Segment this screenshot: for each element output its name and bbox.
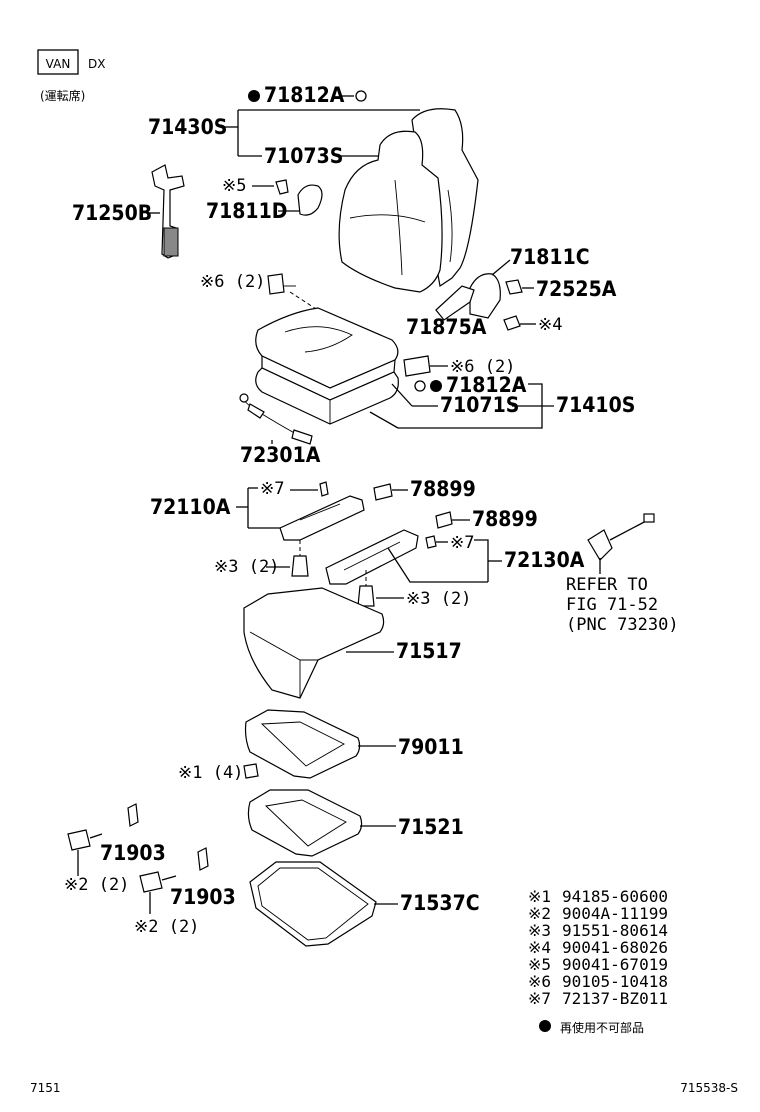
headrest-stay-drawing xyxy=(151,164,185,259)
part-72301A: 72301A xyxy=(240,443,321,467)
part-71521: 71521 xyxy=(398,815,464,839)
refer-line3: (PNC 73230) xyxy=(566,615,679,635)
part-71250B: 71250B xyxy=(72,201,152,225)
screw-icon xyxy=(275,179,289,195)
legend-mark-3: ※3 xyxy=(528,921,551,940)
part-71517: 71517 xyxy=(396,639,462,663)
bolt-icon xyxy=(67,829,91,851)
legend-mark-7: ※7 xyxy=(528,989,551,1008)
footer-left: 7151 xyxy=(30,1081,61,1095)
adjuster-72110A-drawing xyxy=(279,495,365,541)
part-71812A-mid: 71812A xyxy=(446,373,527,397)
pan-71521-drawing xyxy=(247,789,363,857)
legend-code-5: 90041-67019 xyxy=(562,955,668,974)
note-2b: ※2 (2) xyxy=(134,917,199,937)
van-label: VAN xyxy=(46,57,71,71)
clip-icon xyxy=(425,535,437,549)
adjuster-72130A-drawing xyxy=(325,529,419,585)
part-71430S: 71430S xyxy=(148,115,227,139)
note-7b: ※7 xyxy=(450,533,474,553)
legend-code-4: 90041-68026 xyxy=(562,938,668,957)
part-71812A-top: 71812A xyxy=(264,83,345,107)
legend-code-2: 9004A-11199 xyxy=(562,904,668,923)
part-72525A: 72525A xyxy=(536,277,617,301)
screw-icon xyxy=(503,315,521,331)
part-79011: 79011 xyxy=(398,735,464,759)
legend-code-1: 94185-60600 xyxy=(562,887,668,906)
non-reusable-dot-icon xyxy=(539,1020,551,1032)
part-71875A: 71875A xyxy=(406,315,487,339)
legend-mark-4: ※4 xyxy=(528,938,551,957)
note-2a: ※2 (2) xyxy=(64,875,129,895)
part-72130A: 72130A xyxy=(504,548,585,572)
side-label: (運転席) xyxy=(40,88,85,103)
lock-73230-drawing xyxy=(587,529,613,561)
part-71811C: 71811C xyxy=(510,245,590,269)
lever-71875A-drawing xyxy=(435,285,475,321)
part-71410S: 71410S xyxy=(556,393,635,417)
note-4: ※4 xyxy=(538,315,562,335)
seat-back-drawing xyxy=(338,108,479,293)
van-box xyxy=(37,49,79,75)
refer-line1: REFER TO xyxy=(566,575,648,595)
cover-71811C-drawing xyxy=(469,273,501,319)
legend-code-6: 90105-10418 xyxy=(562,972,668,991)
nut-icon xyxy=(373,483,393,501)
footer-right: 715538-S xyxy=(680,1081,738,1095)
refer-line2: FIG 71-52 xyxy=(566,595,658,615)
part-71811D: 71811D xyxy=(206,199,287,223)
non-reusable-dot-icon xyxy=(430,380,442,392)
cap-icon xyxy=(127,803,139,827)
bolt-icon xyxy=(267,273,285,295)
part-71071S: 71071S xyxy=(440,393,519,417)
clip-icon xyxy=(414,380,426,392)
note-1: ※1 (4) xyxy=(178,763,243,783)
part-78899-a: 78899 xyxy=(410,477,476,501)
part-71903-b: 71903 xyxy=(170,885,236,909)
note-7a: ※7 xyxy=(260,479,284,499)
legend-mark-2: ※2 xyxy=(528,904,551,923)
legend-mark-6: ※6 xyxy=(528,972,551,991)
legend: ※1 94185-60600 ※2 9004A-11199 ※3 91551-8… xyxy=(528,887,668,1035)
cover-71811D-drawing xyxy=(297,184,323,216)
seat-cushion-drawing xyxy=(255,307,399,425)
bolt-icon xyxy=(291,555,309,577)
nut-icon xyxy=(243,763,259,779)
bolt-icon xyxy=(403,355,431,377)
frame-71537C-drawing xyxy=(249,861,377,947)
legend-mark-1: ※1 xyxy=(528,887,551,906)
part-71903-a: 71903 xyxy=(100,841,166,865)
cap-icon xyxy=(197,847,209,871)
bolt-icon xyxy=(357,585,375,607)
grade-label: DX xyxy=(88,57,105,71)
note-6a: ※6 (2) xyxy=(200,272,265,292)
clip-icon xyxy=(319,481,329,497)
nut-icon xyxy=(435,511,453,529)
legend-code-7: 72137-BZ011 xyxy=(562,989,668,1008)
legend-code-3: 91551-80614 xyxy=(562,921,668,940)
pan-79011-drawing xyxy=(244,709,361,779)
part-78899-b: 78899 xyxy=(472,507,538,531)
legend-mark-5: ※5 xyxy=(528,955,551,974)
legend-note: 再使用不可部品 xyxy=(560,1020,644,1035)
part-71073S: 71073S xyxy=(264,144,343,168)
non-reusable-dot-icon xyxy=(248,90,260,102)
part-72110A: 72110A xyxy=(150,495,231,519)
note-3a: ※3 (2) xyxy=(214,557,279,577)
part-71537C: 71537C xyxy=(400,891,480,915)
bolt-icon xyxy=(139,871,163,893)
note-5: ※5 xyxy=(222,176,246,196)
clip-72525A-icon xyxy=(505,279,523,295)
note-6b: ※6 (2) xyxy=(450,357,515,377)
note-3b: ※3 (2) xyxy=(406,589,471,609)
clip-icon xyxy=(355,90,367,102)
